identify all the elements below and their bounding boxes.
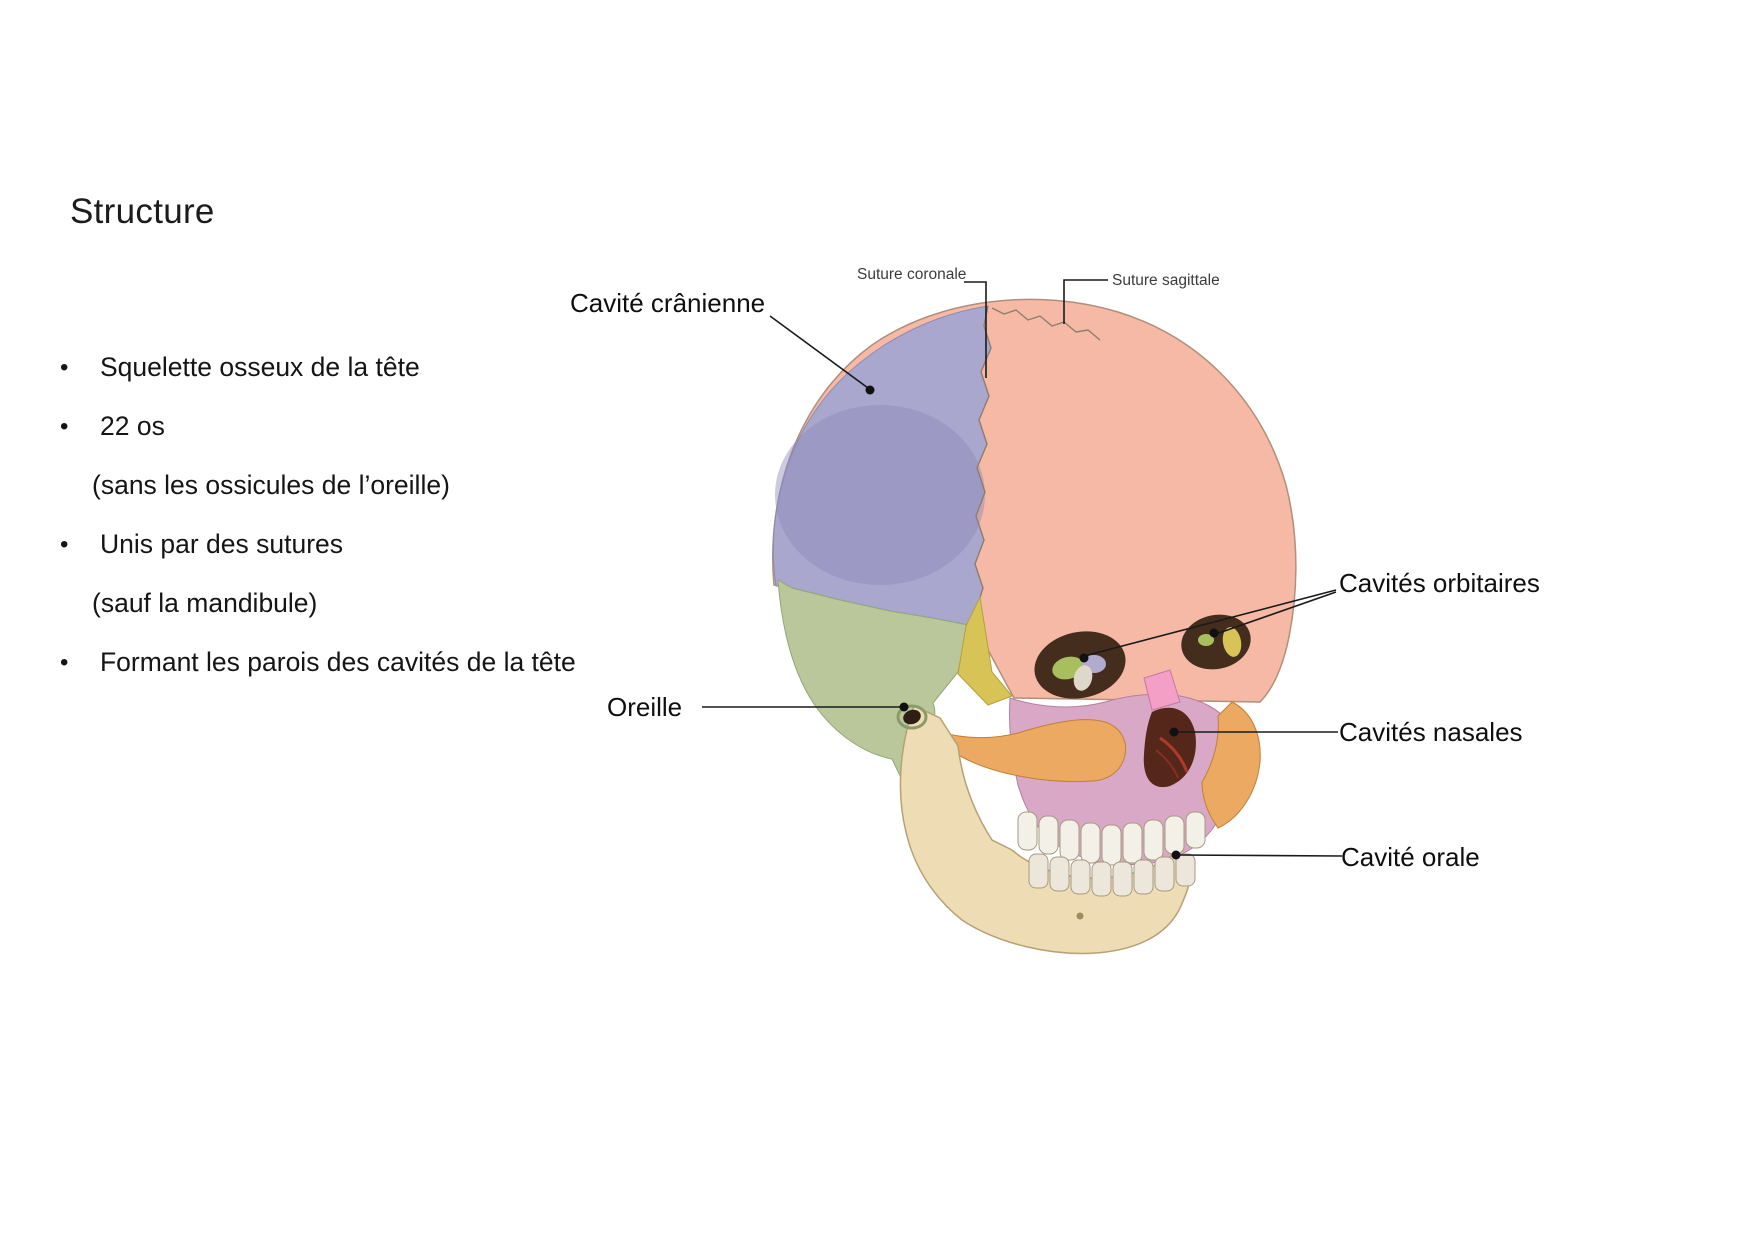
bullet-subtext: (sauf la mandibule) xyxy=(92,588,318,618)
leader-cavite-orale xyxy=(1177,854,1343,857)
nasal-concha xyxy=(1159,736,1189,773)
coronal-suture-line xyxy=(967,305,992,626)
nasal-bone xyxy=(1143,669,1181,711)
parietal-shading xyxy=(775,405,985,585)
orbit-right-yellow xyxy=(1222,627,1242,657)
orbit-left-white xyxy=(1073,665,1093,691)
bullet-marker: • xyxy=(60,412,69,440)
dot-orbit-right xyxy=(1209,628,1219,638)
sphenoid-bone xyxy=(957,595,1013,706)
dot-cavites-nasales xyxy=(1169,727,1179,737)
label-cavites-nasales: Cavités nasales xyxy=(1339,717,1523,747)
page-title: Structure xyxy=(70,192,215,231)
nasal-concha-2 xyxy=(1155,749,1179,779)
zygomatic-right xyxy=(1201,701,1261,829)
bullet-text: 22 os xyxy=(100,411,165,441)
orbit-right-green xyxy=(1198,634,1214,646)
label-suture-sagittale: Suture sagittale xyxy=(1112,272,1220,289)
list-item: • 22 os xyxy=(52,397,712,456)
dot-cavite-orale xyxy=(1171,850,1181,860)
bullet-marker: • xyxy=(60,648,69,676)
ear-canal xyxy=(903,709,921,725)
bullet-list: • Squelette osseux de la tête • 22 os (s… xyxy=(52,338,712,692)
list-item-sub: (sauf la mandibule) xyxy=(52,574,712,633)
label-cavite-orale: Cavité orale xyxy=(1341,842,1480,872)
dot-cavite-cranienne xyxy=(865,385,875,395)
upper-teeth xyxy=(1017,811,1206,866)
dot-oreille xyxy=(899,702,909,712)
label-oreille: Oreille xyxy=(607,692,683,722)
bullet-text: Formant les parois des cavités de la têt… xyxy=(100,647,576,677)
bullet-text: Squelette osseux de la tête xyxy=(100,352,420,382)
list-item: • Unis par des sutures xyxy=(52,515,712,574)
ear-canal-ring xyxy=(896,704,928,730)
bullet-text: Unis par des sutures xyxy=(100,529,344,559)
leader-orbit-left xyxy=(1083,589,1337,657)
list-item: • Squelette osseux de la tête xyxy=(52,338,712,397)
leader-suture-sagittale xyxy=(1063,279,1108,324)
leader-suture-coronale xyxy=(964,281,987,378)
bullet-marker: • xyxy=(60,530,69,558)
bullet-subtext: (sans les ossicules de l’oreille) xyxy=(92,470,450,500)
leader-lines xyxy=(702,279,1343,857)
mental-foramen xyxy=(1076,912,1084,920)
label-cavite-cranienne: Cavité crânienne xyxy=(570,288,766,318)
skull-figure xyxy=(702,279,1343,955)
lower-teeth xyxy=(1028,853,1196,897)
list-item-sub: (sans les ossicules de l’oreille) xyxy=(52,456,712,515)
label-cavites-orbitaires: Cavités orbitaires xyxy=(1339,568,1540,598)
sagittal-suture-line xyxy=(991,307,1101,341)
leader-dots xyxy=(865,385,1219,860)
zygomatic-bone xyxy=(931,719,1127,783)
dot-orbit-left xyxy=(1079,653,1089,663)
leader-cavite-cranienne xyxy=(769,315,869,389)
bullet-marker: • xyxy=(60,353,69,381)
leader-orbit-right xyxy=(1215,591,1337,635)
list-item: • Formant les parois des cavités de la t… xyxy=(52,633,712,692)
label-suture-coronale: Suture coronale xyxy=(857,266,967,283)
